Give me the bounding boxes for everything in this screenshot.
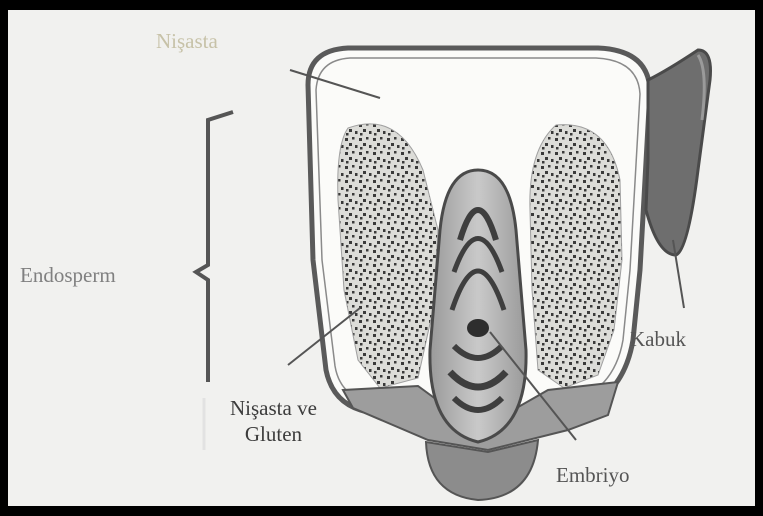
label-starch-and-gluten: Nişasta ve Gluten	[230, 395, 317, 447]
embryo-core	[467, 319, 489, 337]
label-hull: Kabuk	[630, 326, 686, 352]
label-starch-and-gluten-line2: Gluten	[230, 421, 317, 447]
grain-cross-section-diagram	[8, 10, 755, 506]
label-embryo: Embriyo	[556, 462, 630, 488]
label-starch: Nişasta	[156, 28, 218, 54]
label-endosperm: Endosperm	[20, 262, 116, 288]
label-starch-and-gluten-line1: Nişasta ve	[230, 395, 317, 421]
hull-flap	[646, 50, 711, 255]
endosperm-brace	[196, 112, 233, 382]
diagram-frame: Nişasta Endosperm Nişasta ve Gluten Kabu…	[8, 10, 755, 506]
